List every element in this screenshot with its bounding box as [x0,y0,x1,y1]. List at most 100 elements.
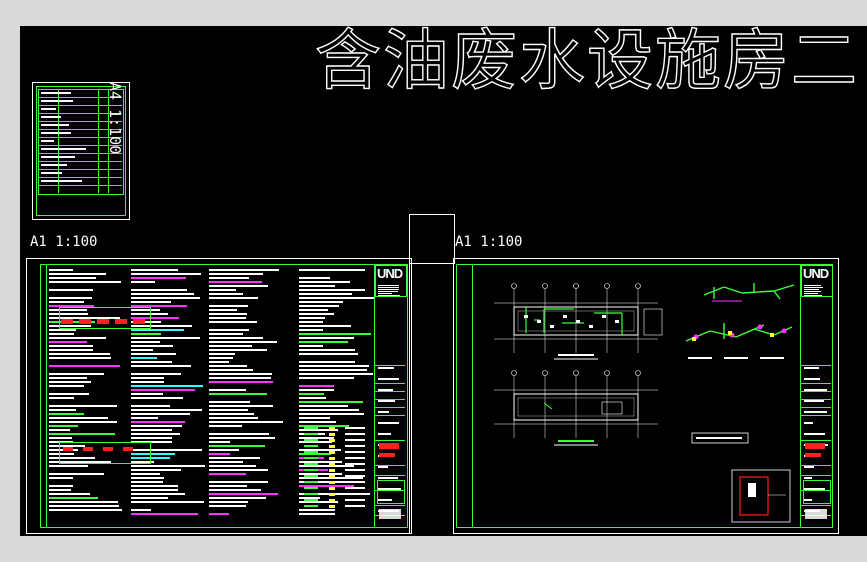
a4-table-col-line [98,89,99,193]
first-floor-plan-axis-bubble [573,283,579,289]
pipe-fitting [563,315,567,318]
note-text-line [131,317,180,319]
title-block-text [378,285,399,286]
note-text-line [131,409,202,411]
title-block-stamp [805,443,825,449]
note-text-line [131,273,202,275]
note-text-line [299,293,352,295]
note-text-line [209,461,243,463]
company-logo: UND [803,266,829,281]
title-block-text [804,293,819,294]
isometric-pipe [741,290,775,294]
right-sheet-scale-label: A1 1:100 [455,234,523,250]
note-text-line [131,321,162,323]
a4-scale-label: A4 1:100 [106,82,124,155]
pit-outline [643,308,663,336]
title-block-row [375,391,405,392]
note-text-line [299,305,339,307]
title-block-field [804,422,813,424]
legend-symbol [304,433,318,435]
note-text-line [131,269,179,271]
note-box [691,432,749,444]
note-text-line [49,273,106,275]
right-a1-sheet[interactable]: UND [453,258,839,534]
note-text-line [49,501,119,503]
key-plan-frame [731,469,791,523]
note-text-line [131,393,163,395]
note-text-line [299,321,323,323]
left-a1-sheet[interactable]: UND [26,258,412,534]
note-text-line [209,417,258,419]
isometric-pipe [723,286,743,294]
note-text-line [131,373,181,375]
note-text-line [209,433,269,435]
right-binding-strip [472,264,473,527]
note-text-line [131,397,184,399]
note-text-line [299,309,329,311]
note-text-line [131,277,186,279]
a4-sheet[interactable] [32,82,130,220]
note-text-line [209,377,272,379]
note-text-line [299,513,336,515]
note-text-line [49,405,117,407]
note-text-line [299,317,325,319]
equipment-table-cell [79,319,91,324]
note-text-line [209,321,258,323]
note-text-line [131,329,184,331]
equipment-table-cell [63,447,73,451]
a4-table-row-line [38,137,122,138]
title-block-text [804,289,820,290]
note-text-line [49,337,107,339]
note-text-line [131,289,187,291]
a4-table-text [41,132,72,134]
isometric-pipe [773,284,795,292]
note-text-line [209,497,267,499]
legend-symbol [304,463,318,465]
note-text-line [131,461,154,463]
note-text-line [299,313,335,315]
note-text-line [299,361,356,363]
title-block-row [375,475,405,476]
note-text-line [131,485,179,487]
title-block-field [378,411,389,413]
legend-symbol-white [345,505,365,507]
note-text-line [131,493,186,495]
legend-symbol-yellow [329,433,335,436]
title-block-row [375,505,405,506]
title-block-field [378,422,400,424]
note-text-line [49,333,74,335]
roof-plan-wall-outline [513,393,639,421]
note-text-line [49,397,74,399]
right-sheet-frame [456,264,833,528]
cad-model-space[interactable]: 含油废水设施房二 A4 1:100 A1 1:100 A1 1:100 UND … [20,26,867,536]
note-text-line [209,317,247,319]
note-text-line [209,381,273,383]
title-block-row [375,365,405,366]
title-block-text [804,291,822,292]
title-block-stamp [379,443,399,449]
note-text-line [49,345,94,347]
title-block-stamp-2 [805,453,821,457]
title-block-drawing-no [379,509,401,519]
note-text-line [49,393,89,395]
legend-symbol-yellow [329,451,335,454]
a4-table-text [41,148,87,150]
title-block-row [375,415,405,416]
legend-symbol [304,439,318,441]
legend-symbol-white [345,451,365,453]
note-text-line [131,405,171,407]
right-title-block: UND [801,265,833,525]
plan-title-text [558,354,594,356]
note-text-line [49,329,77,331]
note-text-line [209,449,240,451]
note-text-line [49,509,123,511]
title-block-text [378,287,400,288]
note-text-line [49,301,85,303]
title-block-row [375,465,405,466]
note-text-line [131,513,198,515]
title-block-field [378,433,391,435]
note-text-line [131,337,201,339]
a4-table-text [41,140,55,142]
note-text-line [209,437,276,439]
legend-symbol-yellow [329,487,335,490]
